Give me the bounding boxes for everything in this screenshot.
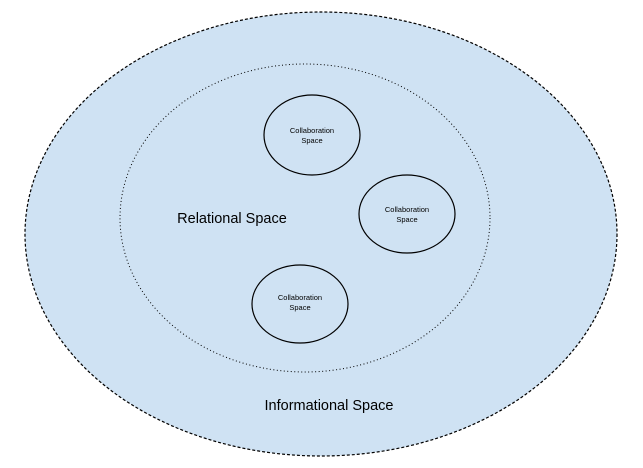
- collaboration-space-circle: [263, 94, 361, 176]
- relational-space-label: Relational Space: [177, 211, 287, 227]
- collaboration-space-label-line2: Space: [396, 215, 417, 224]
- collaboration-space-label-line1: Collaboration: [385, 205, 429, 214]
- collaboration-space-circle: [358, 174, 456, 254]
- collaboration-space-label-line1: Collaboration: [290, 126, 334, 135]
- collaboration-space-label-line1: Collaboration: [278, 293, 322, 302]
- informational-space-ellipse: [24, 11, 618, 457]
- collaboration-space-circle: [251, 264, 349, 344]
- relational-space-ellipse: [119, 63, 491, 373]
- collaboration-space-label-line2: Space: [301, 136, 322, 145]
- collaboration-space-label-line2: Space: [289, 303, 310, 312]
- informational-space-label: Informational Space: [265, 398, 394, 414]
